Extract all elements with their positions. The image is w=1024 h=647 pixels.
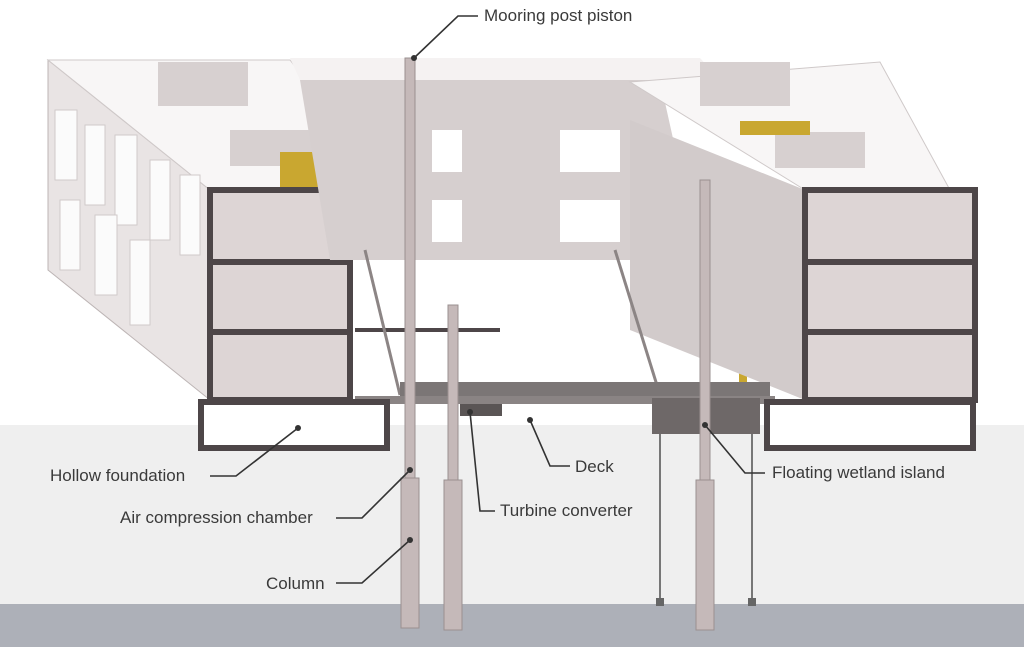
leader-deck: [529, 419, 570, 467]
label-floating-wetland-island: Floating wetland island: [772, 463, 945, 482]
label-hollow-foundation: Hollow foundation: [50, 466, 186, 485]
leader-mooring: [413, 15, 478, 59]
hollow-foundation-left: [198, 399, 390, 451]
leader-lines: [210, 15, 765, 584]
roof-skylight: [700, 62, 790, 106]
anchor-weight: [748, 598, 756, 606]
anchor-weight: [656, 598, 664, 606]
leader-turbine: [469, 411, 495, 512]
leader-wetland: [704, 424, 765, 474]
turbine-converter: [460, 404, 502, 416]
courtyard-windows: [432, 130, 620, 242]
roof-skylight: [158, 62, 248, 106]
deck-planting: [400, 382, 770, 396]
roof-skylight: [775, 132, 865, 168]
stair: [363, 249, 402, 396]
water-bottom: [0, 604, 1024, 647]
leader-dots: [295, 55, 708, 543]
water-surface: [0, 425, 1024, 605]
deck: [355, 396, 775, 404]
hollow-foundation-right: [764, 399, 976, 451]
label-turbine-converter: Turbine converter: [500, 501, 633, 520]
label-mooring-post-piston: Mooring post piston: [484, 6, 633, 25]
mooring-post-columns: [400, 57, 715, 631]
label-column: Column: [266, 574, 325, 593]
leader-air-chamber: [336, 469, 411, 519]
label-air-compression-chamber: Air compression chamber: [120, 508, 313, 527]
side-windows: [54, 109, 201, 326]
courtyard-top-slab: [290, 58, 720, 80]
stair: [613, 249, 662, 396]
leader-column: [336, 539, 411, 584]
right-wing-section: [802, 187, 978, 403]
yellow-accent-panel: [740, 121, 810, 135]
label-deck: Deck: [575, 457, 614, 476]
leader-hollow-foundation: [210, 427, 299, 477]
interior-atrium: [630, 120, 805, 400]
